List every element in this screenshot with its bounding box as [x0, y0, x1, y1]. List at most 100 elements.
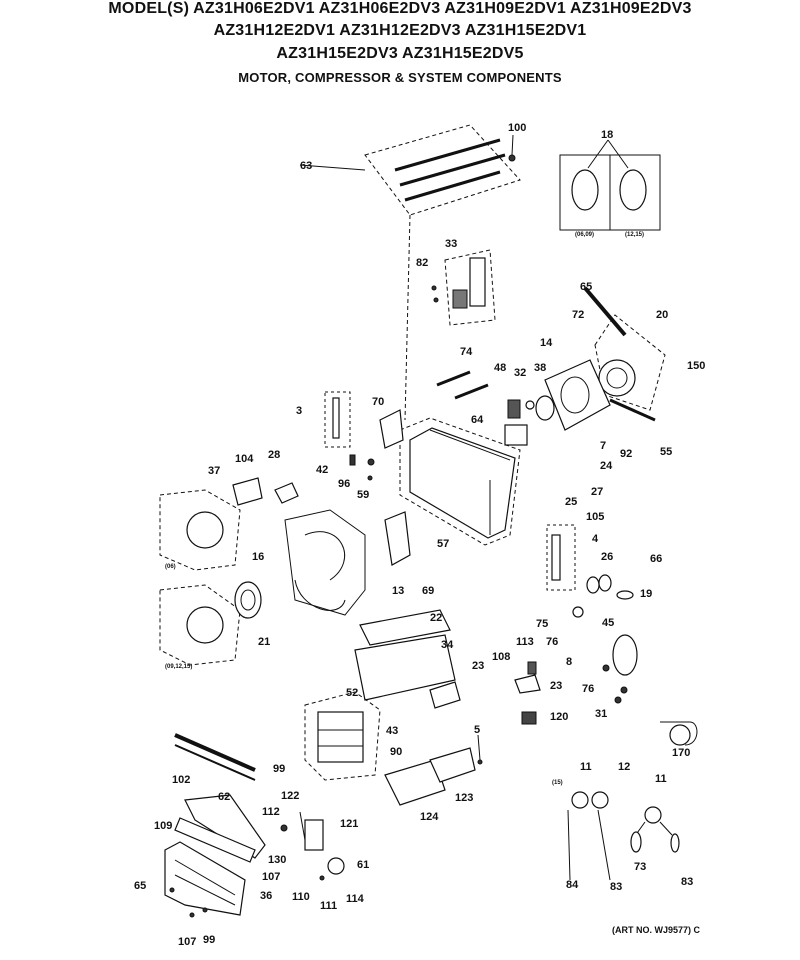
label-124: 124	[420, 811, 439, 823]
condenser-assembly	[583, 286, 666, 422]
top-rail-assembly	[299, 124, 521, 421]
label-92: 92	[620, 448, 632, 460]
brackets-74	[436, 370, 489, 400]
label-31: 31	[595, 708, 607, 720]
label-65b: 65	[134, 880, 146, 892]
label-16: 16	[252, 551, 264, 563]
label-113: 113	[516, 636, 534, 648]
art-number: (ART NO. WJ9577) C	[611, 925, 700, 935]
label-14: 14	[540, 337, 553, 349]
label-38: 38	[534, 362, 546, 374]
label-24: 24	[600, 460, 613, 472]
note-comp-left: (06,09)	[575, 232, 594, 238]
capacitor-bracket	[546, 524, 634, 600]
label-64: 64	[471, 414, 484, 426]
note-blower-a: (06)	[165, 564, 176, 570]
grommet-120	[521, 711, 537, 725]
note-blower-b: (09,12,15)	[165, 664, 192, 670]
label-34: 34	[441, 639, 454, 651]
label-90: 90	[390, 746, 402, 758]
refrigerant-tubing	[567, 791, 680, 881]
seal-strips	[174, 733, 256, 781]
left-bracket-parts	[324, 391, 404, 481]
label-107a: 107	[262, 871, 280, 883]
control-panel-33	[431, 249, 496, 326]
drain-pan-124-123	[384, 747, 476, 806]
label-73: 73	[634, 861, 646, 873]
evaporator-coil	[174, 794, 266, 863]
fan-motor-group	[504, 395, 555, 446]
label-74: 74	[460, 346, 473, 358]
label-102: 102	[172, 774, 190, 786]
label-19: 19	[640, 588, 652, 600]
small-notes: (06,09) (12,15) (06) (09,12,15) (15)	[165, 232, 644, 786]
label-62: 62	[218, 791, 230, 803]
label-99b: 99	[203, 934, 215, 946]
label-11a: 11	[580, 761, 592, 773]
label-13: 13	[392, 585, 404, 597]
label-170: 170	[672, 747, 690, 759]
label-150: 150	[687, 360, 705, 372]
blower-scroll-13	[284, 509, 366, 616]
label-25: 25	[565, 496, 577, 508]
label-114: 114	[346, 893, 365, 905]
label-69: 69	[422, 585, 434, 597]
label-57: 57	[437, 538, 449, 550]
label-111: 111	[320, 900, 337, 912]
label-99a: 99	[273, 763, 285, 775]
screw-100	[508, 134, 516, 162]
note-tube: (15)	[552, 780, 563, 786]
label-28: 28	[268, 449, 280, 461]
label-8: 8	[566, 656, 572, 668]
label-59: 59	[357, 489, 369, 501]
label-120: 120	[550, 711, 568, 723]
evaporator-drain-parts	[354, 609, 461, 709]
label-23b: 23	[550, 680, 562, 692]
label-55: 55	[660, 446, 672, 458]
model-list-line-1: MODEL(S) AZ31H06E2DV1 AZ31H06E2DV3 AZ31H…	[108, 0, 692, 17]
label-23a: 23	[472, 660, 484, 672]
label-122: 122	[281, 790, 299, 802]
diagram-subtitle: MOTOR, COMPRESSOR & SYSTEM COMPONENTS	[238, 70, 562, 85]
label-37: 37	[208, 465, 220, 477]
compressor-options	[559, 139, 661, 231]
thermostat-parts	[280, 811, 345, 881]
label-130: 130	[268, 854, 286, 866]
label-36: 36	[260, 890, 272, 902]
label-112: 112	[262, 806, 280, 818]
screw-5	[477, 734, 483, 765]
tubing-170	[660, 721, 698, 746]
note-comp-right: (12,15)	[625, 232, 644, 238]
label-109: 109	[154, 820, 172, 832]
model-list-line-3: AZ31H15E2DV3 AZ31H15E2DV5	[276, 45, 524, 62]
label-110: 110	[292, 891, 310, 903]
blower-wheel	[234, 581, 262, 619]
label-27: 27	[591, 486, 603, 498]
label-123: 123	[455, 792, 473, 804]
label-18: 18	[601, 129, 613, 141]
label-4: 4	[592, 533, 599, 545]
scroll-housings	[159, 489, 241, 666]
label-26: 26	[601, 551, 613, 563]
label-83b: 83	[681, 876, 693, 888]
bottom-screws	[169, 887, 208, 918]
label-7: 7	[600, 440, 606, 452]
coil-36	[164, 841, 246, 916]
label-63: 63	[300, 160, 312, 172]
label-107b: 107	[178, 936, 196, 948]
label-72: 72	[572, 309, 584, 321]
label-96: 96	[338, 478, 350, 490]
part-number-labels: 63 100 18 33 82 65 72 20 150 14 74 48 32…	[134, 122, 705, 948]
label-32: 32	[514, 367, 526, 379]
compressor	[572, 606, 638, 704]
label-48: 48	[494, 362, 506, 374]
label-83a: 83	[610, 881, 622, 893]
label-22: 22	[430, 612, 442, 624]
label-70: 70	[372, 396, 384, 408]
label-52: 52	[346, 687, 358, 699]
panel-69	[384, 511, 411, 566]
evaporator-frame	[304, 691, 381, 781]
label-76b: 76	[582, 683, 594, 695]
label-61: 61	[357, 859, 369, 871]
